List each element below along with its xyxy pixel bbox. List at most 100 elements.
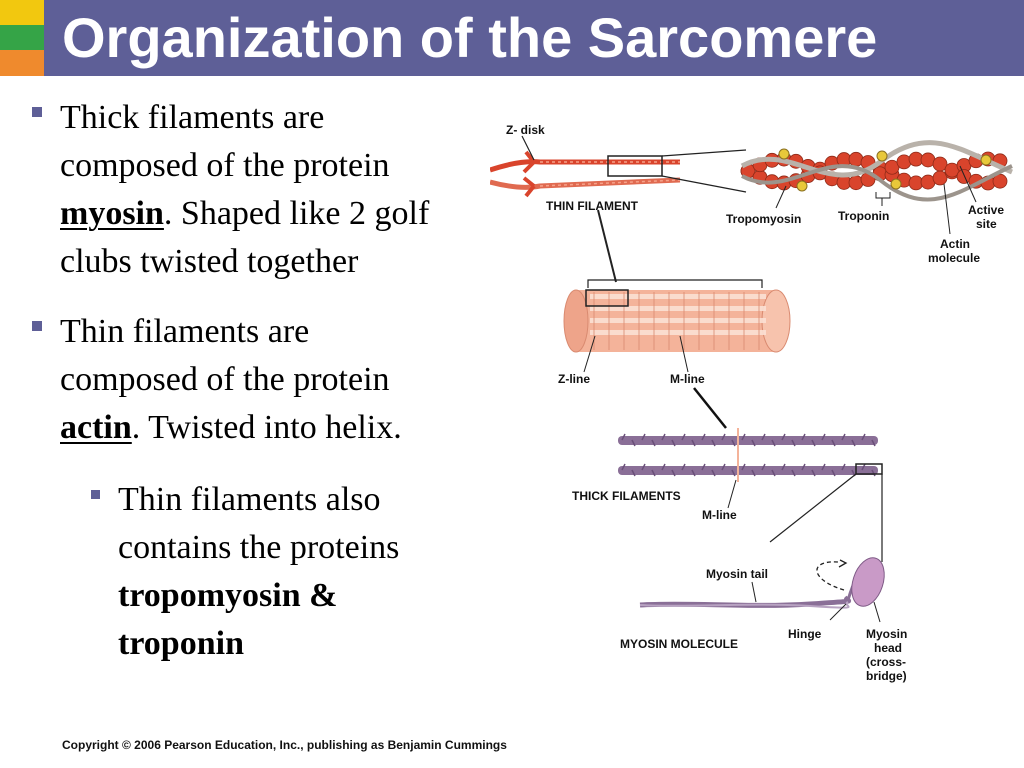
bullet-actin: Thin filaments are composed of the prote…	[32, 308, 500, 452]
bullet-marker	[32, 107, 42, 117]
thin-filament-diagram: Z- disk THIN FILAMENT Tropomyosin Tropon…	[490, 123, 1013, 265]
bullet-line: Thin filaments also	[118, 481, 381, 518]
myosin-bristle	[841, 433, 846, 441]
label-thick-filaments: THICK FILAMENTS	[572, 489, 681, 503]
myosin-bristle	[651, 439, 656, 447]
sub-bullet-proteins: Thin filaments also contains the protein…	[91, 476, 478, 668]
label-actin-molecule: Actin	[940, 237, 970, 251]
myosin-bristle	[731, 439, 736, 447]
myosin-bristle	[821, 463, 826, 471]
myosin-bristle	[681, 463, 686, 471]
accent-block-orange	[0, 50, 44, 76]
myosin-bristle	[691, 439, 696, 447]
myosin-bristle	[831, 439, 836, 447]
label-m-line-2: M-line	[702, 508, 737, 522]
bullet-myosin: Thick filaments are composed of the prot…	[32, 94, 500, 286]
myosin-bristle	[701, 433, 706, 441]
keyword-myosin: myosin	[60, 195, 164, 232]
myosin-bristle	[741, 433, 746, 441]
myosin-bristle	[861, 433, 866, 441]
myosin-bristle	[671, 439, 676, 447]
label-myosin-molecule: MYOSIN MOLECULE	[620, 637, 738, 651]
fiber-band	[590, 306, 766, 311]
myosin-heads-row	[621, 433, 876, 477]
label-actin-molecule-2: molecule	[928, 251, 980, 265]
bullet-line: Thin filaments are	[60, 313, 310, 350]
myosin-bristle	[811, 469, 816, 477]
bullet-line-keyword: myosin. Shaped like 2 golf	[60, 190, 500, 238]
myosin-bristle	[851, 439, 856, 447]
label-hinge: Hinge	[788, 627, 822, 641]
myosin-bristle	[691, 469, 696, 477]
title-bar	[44, 0, 1024, 76]
myosin-bristle	[811, 439, 816, 447]
myosin-bristle	[751, 439, 756, 447]
myosin-bristle	[651, 469, 656, 477]
sarcomere-figure: Z- disk THIN FILAMENT Tropomyosin Tropon…	[490, 123, 1013, 683]
myosin-bristle	[831, 469, 836, 477]
myosin-bristle	[721, 463, 726, 471]
myosin-bristle	[641, 433, 646, 441]
myosin-bristle	[871, 469, 876, 477]
myosin-bristle	[791, 469, 796, 477]
label-myosin-head-4: bridge)	[866, 669, 907, 683]
label-z-disk: Z- disk	[506, 123, 545, 137]
myosin-bristle	[721, 433, 726, 441]
actin-bead	[992, 173, 1008, 189]
label-troponin: Troponin	[838, 209, 889, 223]
fiber-band	[590, 318, 766, 323]
myosin-bristle	[801, 463, 806, 471]
label-myosin-head: Myosin	[866, 627, 907, 641]
bullet-line: composed of the protein	[60, 147, 390, 184]
bullet-line: clubs twisted together	[60, 243, 359, 280]
myosin-bristle	[871, 439, 876, 447]
myosin-bristle	[771, 439, 776, 447]
myosin-bristle	[821, 433, 826, 441]
myosin-bristle	[801, 433, 806, 441]
myosin-bristle	[621, 463, 626, 471]
accent-block-yellow	[0, 0, 44, 25]
bullet-line-bold: troponin	[118, 625, 244, 662]
label-tropomyosin: Tropomyosin	[726, 212, 801, 226]
bullet-marker	[32, 321, 42, 331]
fiber-band	[590, 330, 766, 335]
myosin-bristle	[671, 469, 676, 477]
myosin-bristle	[771, 469, 776, 477]
myosin-bristle	[731, 469, 736, 477]
bullet-line: Thick filaments are	[60, 99, 325, 136]
bullet-line-bold: tropomyosin &	[118, 577, 338, 614]
sub-bullet-marker	[91, 490, 100, 499]
fiber-band	[590, 294, 766, 299]
label-myosin-head-2: head	[874, 641, 902, 655]
myosin-bristle	[781, 433, 786, 441]
myosin-bristle	[631, 439, 636, 447]
label-m-line: M-line	[670, 372, 705, 386]
myosin-bristle	[681, 433, 686, 441]
accent-block-green	[0, 25, 44, 50]
slide-title: Organization of the Sarcomere	[62, 6, 878, 69]
myosin-bristle	[761, 463, 766, 471]
label-z-line: Z-line	[558, 372, 590, 386]
label-myosin-head-3: (cross-	[866, 655, 906, 669]
myosin-bristle	[841, 463, 846, 471]
keyword-actin: actin	[60, 409, 132, 446]
fiber-striations	[590, 292, 766, 350]
myosin-bristle	[791, 439, 796, 447]
myosin-bristle	[861, 463, 866, 471]
myosin-bristle	[641, 463, 646, 471]
bullet-line: composed of the protein	[60, 361, 390, 398]
bullet-line: contains the proteins	[118, 529, 400, 566]
bullet-text: . Twisted into helix.	[131, 409, 402, 446]
label-active-site-2: site	[976, 217, 997, 231]
copyright-notice: Copyright © 2006 Pearson Education, Inc.…	[62, 738, 507, 752]
bullet-line-keyword: actin. Twisted into helix.	[60, 404, 500, 452]
myosin-bristle	[781, 463, 786, 471]
myosin-bristle	[701, 463, 706, 471]
myofibril-diagram: Z-line M-line	[558, 209, 791, 429]
myosin-bristle	[631, 469, 636, 477]
myosin-bristle	[711, 439, 716, 447]
myosin-bristle	[761, 433, 766, 441]
label-myosin-tail: Myosin tail	[706, 567, 768, 581]
myosin-bristle	[751, 469, 756, 477]
